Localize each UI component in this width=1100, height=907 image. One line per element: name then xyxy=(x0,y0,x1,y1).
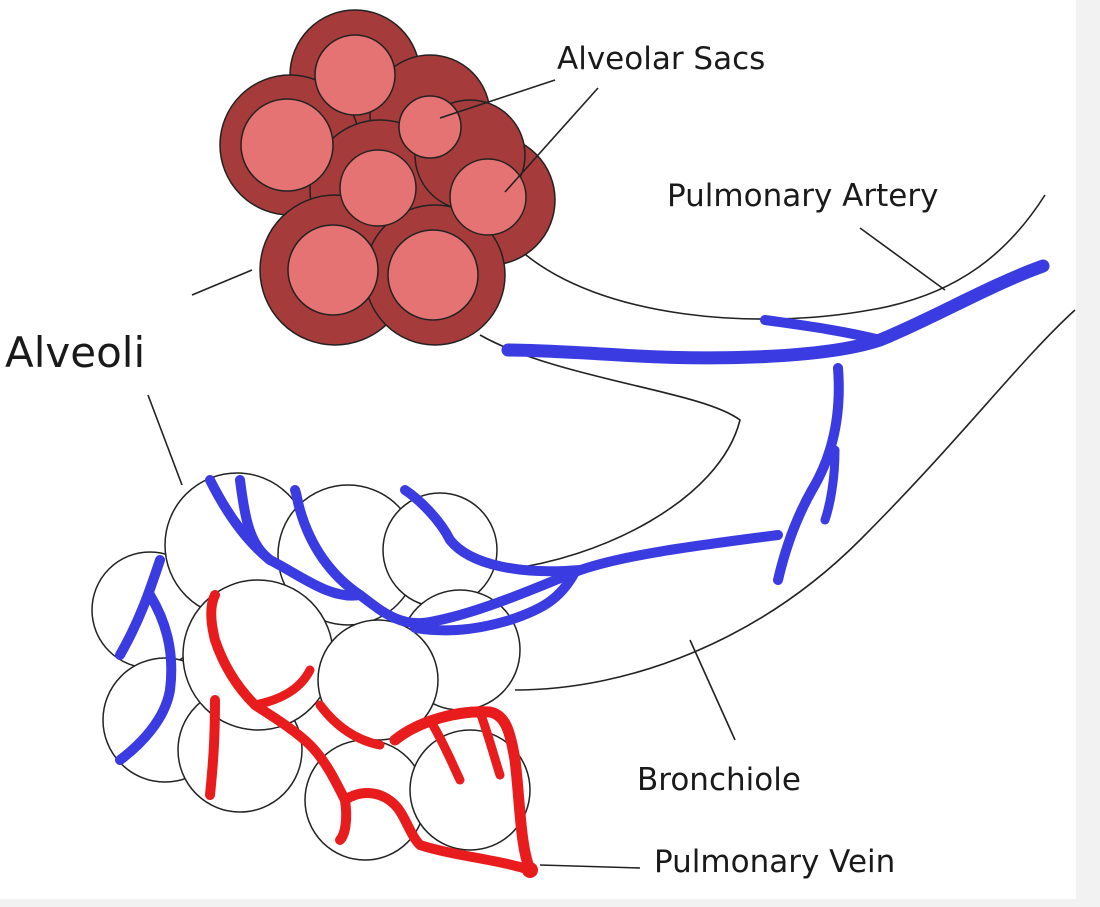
label-bronchiole: Bronchiole xyxy=(637,762,801,798)
bottom-border-strip xyxy=(0,899,1100,907)
label-alveoli: Alveoli xyxy=(5,328,145,377)
pulmonary-artery-leader xyxy=(859,227,946,291)
right-border-strip xyxy=(1076,0,1100,907)
bronchiole-outline xyxy=(479,194,1076,691)
alveolus xyxy=(382,492,498,608)
label-leader-lines xyxy=(147,79,946,869)
alveoli-upper-leader xyxy=(191,269,253,296)
pulmonary-artery-vessels xyxy=(115,259,1050,765)
alveolar-sac-inner xyxy=(240,34,527,321)
alveolar-sac-cluster xyxy=(219,9,556,346)
pulmonary-vein-leader xyxy=(539,864,641,869)
alveoli-lower-leader xyxy=(147,394,183,486)
vein-origin-dot xyxy=(522,862,538,878)
alveolar-sacs-leader-2 xyxy=(504,87,599,193)
bronchiole-leader xyxy=(689,639,736,741)
alveolar-sacs-leader xyxy=(439,79,556,119)
label-pulmonary-artery: Pulmonary Artery xyxy=(667,178,938,214)
label-pulmonary-vein: Pulmonary Vein xyxy=(654,844,895,880)
pulmonary-vein-vessels xyxy=(205,590,538,878)
label-alveolar-sacs: Alveolar Sacs xyxy=(557,41,765,77)
